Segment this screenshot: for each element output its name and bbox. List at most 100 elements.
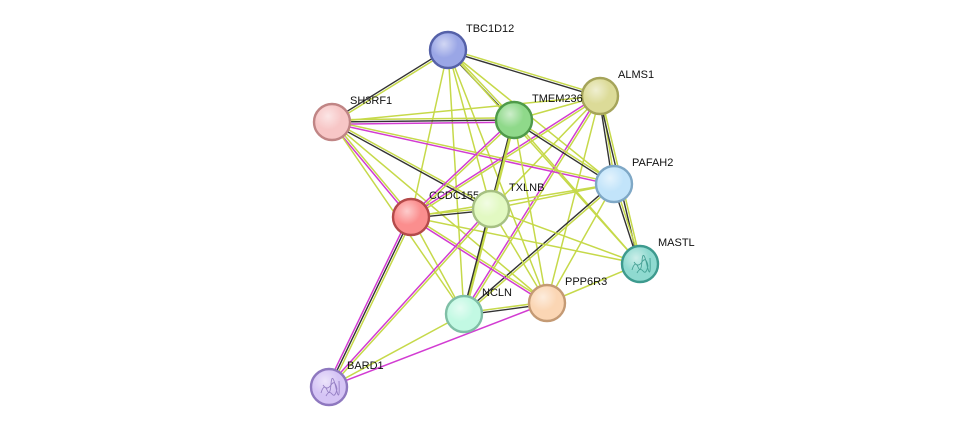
edge-ncln-bard1[interactable]	[328, 313, 465, 388]
edge-alms1-ppp6r3[interactable]	[546, 95, 601, 304]
edge-line-experimental	[462, 94, 600, 315]
edge-line-textmining	[331, 120, 615, 184]
edge-line-textmining	[490, 183, 615, 210]
edge-line-textmining	[331, 95, 601, 123]
edge-line-textmining	[447, 49, 465, 315]
node-label: PAFAH2	[632, 157, 673, 169]
node-sh3rf1[interactable]: SH3RF1	[312, 95, 392, 142]
node-tmem236[interactable]: TMEM236	[494, 93, 583, 140]
edge-tmem236-ccdc155[interactable]	[409, 118, 516, 219]
edge-line-textmining	[331, 50, 450, 124]
edge-line-textmining	[546, 183, 615, 304]
edge-line-textmining	[330, 217, 414, 389]
edge-line-textmining	[410, 49, 449, 218]
node-txlnb[interactable]: TXLNB	[471, 182, 544, 229]
node-label: MASTL	[658, 237, 695, 249]
edge-line-textmining	[464, 95, 602, 316]
edge-tmem236-pafah2[interactable]	[512, 118, 616, 186]
edge-tbc1d12-ccdc155[interactable]	[410, 49, 449, 218]
edge-line-textmining	[410, 183, 615, 218]
edge-pafah2-txlnb[interactable]	[490, 183, 615, 210]
edge-line-textmining	[329, 208, 493, 389]
edge-sh3rf1-txlnb[interactable]	[330, 120, 493, 211]
edge-line-textmining	[513, 118, 616, 184]
edge-line-coexpression	[330, 48, 449, 122]
edge-line-textmining	[328, 313, 465, 388]
node-label: TXLNB	[509, 182, 544, 194]
edge-line-coexpression	[512, 120, 615, 186]
node-label: TMEM236	[532, 93, 583, 105]
node-tbc1d12[interactable]: TBC1D12	[428, 23, 514, 70]
edge-line-textmining	[463, 184, 616, 316]
edge-alms1-txlnb[interactable]	[490, 95, 601, 210]
edge-tbc1d12-sh3rf1[interactable]	[330, 48, 450, 124]
edge-pafah2-ncln[interactable]	[462, 182, 616, 316]
node-ncln[interactable]: NCLN	[444, 287, 512, 334]
edge-line-textmining	[490, 95, 601, 210]
edge-line-coexpression	[330, 122, 492, 211]
edge-line-experimental	[331, 121, 515, 125]
edge-ccdc155-bard1[interactable]	[326, 215, 414, 389]
node-shine	[394, 200, 428, 234]
edge-tbc1d12-txlnb[interactable]	[447, 49, 492, 210]
node-pafah2[interactable]: PAFAH2	[594, 157, 673, 204]
edge-line-textmining	[447, 49, 548, 304]
node-bard1[interactable]: BARD1	[309, 360, 384, 407]
edge-line-experimental	[330, 121, 411, 219]
edge-ppp6r3-bard1[interactable]	[328, 302, 548, 388]
edge-line-textmining	[546, 95, 601, 304]
node-ccdc155[interactable]: CCDC155	[391, 190, 479, 237]
edge-line-textmining	[331, 120, 493, 209]
edge-pafah2-ppp6r3[interactable]	[546, 183, 615, 304]
node-shine	[597, 167, 631, 201]
edge-line-experimental	[326, 215, 410, 387]
edge-line-textmining	[490, 208, 641, 265]
node-shine	[474, 192, 508, 226]
node-mastl[interactable]: MASTL	[620, 237, 695, 284]
node-label: BARD1	[347, 360, 384, 372]
node-shine	[315, 105, 349, 139]
edge-line-textmining	[513, 119, 548, 304]
edge-alms1-sh3rf1[interactable]	[331, 95, 601, 123]
node-label: SH3RF1	[350, 95, 392, 107]
edge-line-experimental	[328, 302, 548, 388]
edge-tmem236-ppp6r3[interactable]	[513, 119, 548, 304]
edge-ccdc155-mastl[interactable]	[410, 216, 641, 265]
edge-line-textmining	[331, 117, 515, 121]
node-label: NCLN	[482, 287, 512, 299]
edge-line-experimental	[327, 207, 491, 388]
node-label: ALMS1	[618, 69, 654, 81]
protein-structure-icon	[631, 255, 651, 274]
edge-txlnb-mastl[interactable]	[490, 208, 641, 265]
node-shine	[431, 33, 465, 67]
protein-structure-icon	[320, 378, 340, 397]
edge-line-coexpression	[462, 182, 614, 314]
edge-tbc1d12-ppp6r3[interactable]	[447, 49, 548, 304]
node-label: PPP6R3	[565, 276, 607, 288]
edge-line-textmining	[447, 48, 602, 96]
edge-pafah2-ccdc155[interactable]	[410, 183, 615, 218]
edge-line-experimental	[409, 118, 514, 217]
edge-sh3rf1-tmem236[interactable]	[331, 117, 515, 125]
edge-line-coexpression	[331, 119, 515, 123]
edge-sh3rf1-ccdc155[interactable]	[330, 120, 413, 219]
edge-tbc1d12-alms1[interactable]	[446, 48, 602, 98]
node-shine	[447, 297, 481, 331]
edge-line-textmining	[332, 120, 413, 218]
edge-sh3rf1-pafah2[interactable]	[331, 120, 615, 186]
edge-tbc1d12-ncln[interactable]	[447, 49, 465, 315]
edge-line-textmining	[447, 49, 492, 210]
node-ppp6r3[interactable]: PPP6R3	[527, 276, 607, 323]
edge-line-textmining	[410, 216, 641, 265]
edge-alms1-ncln[interactable]	[462, 94, 602, 316]
edge-line-coexpression	[446, 50, 601, 98]
edge-txlnb-bard1[interactable]	[327, 207, 493, 389]
node-alms1[interactable]: ALMS1	[580, 69, 654, 116]
node-label: CCDC155	[429, 190, 479, 202]
node-shine	[530, 286, 564, 320]
edge-line-textmining	[411, 120, 516, 219]
edge-line-experimental	[331, 122, 615, 186]
edge-line-coexpression	[328, 216, 412, 388]
